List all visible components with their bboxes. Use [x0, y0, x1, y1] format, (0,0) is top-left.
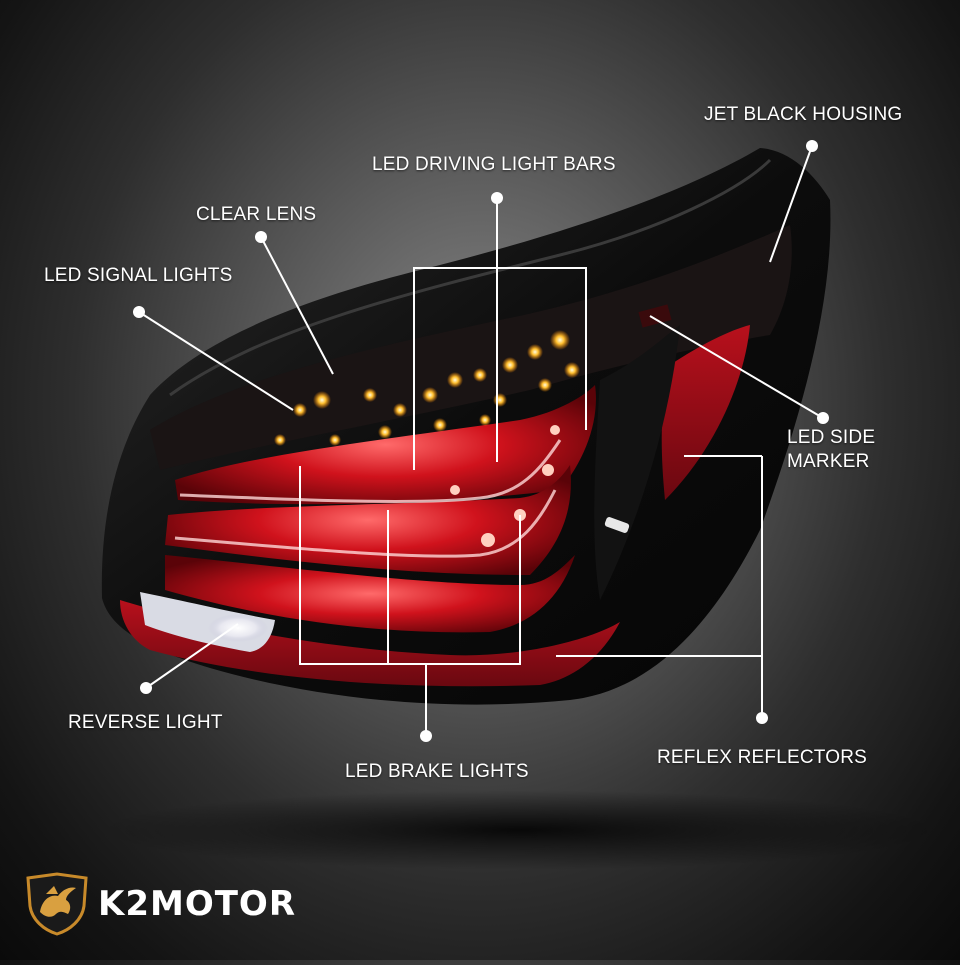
dot-driving	[491, 192, 503, 204]
light-bar-strip-1	[179, 439, 562, 503]
line-reverse	[145, 623, 239, 689]
line-side-marker	[649, 315, 824, 419]
line-driving-bracket	[413, 267, 587, 470]
brand-logo: K2MOTOR	[24, 872, 324, 936]
label-led-signal-lights: LED SIGNAL LIGHTS	[44, 265, 233, 286]
label-reflex-reflectors: REFLEX REFLECTORS	[657, 747, 867, 768]
floor-shadow	[100, 790, 940, 870]
dot-clear-lens	[255, 231, 267, 243]
dot-brake	[420, 730, 432, 742]
label-led-side-marker-line2: MARKER	[787, 451, 870, 472]
label-reverse-light: REVERSE LIGHT	[68, 712, 223, 733]
inner-clip	[604, 517, 630, 533]
label-jet-black-housing: JET BLACK HOUSING	[704, 104, 903, 125]
dot-signal	[133, 306, 145, 318]
light-bar-strip-2	[174, 489, 557, 558]
inner-right-panel	[594, 325, 680, 600]
pegasus-shield-icon	[26, 872, 88, 936]
label-led-driving-light-bars: LED DRIVING LIGHT BARS	[372, 154, 616, 175]
dot-reverse	[140, 682, 152, 694]
red-led-group	[450, 425, 560, 547]
label-led-brake-lights: LED BRAKE LIGHTS	[345, 761, 529, 782]
side-marker-lamp	[638, 304, 672, 328]
callout-lines	[138, 145, 824, 736]
line-brake-bracket	[299, 466, 521, 665]
housing-rim	[169, 158, 772, 397]
line-clear-lens	[260, 236, 334, 375]
callout-dots	[133, 140, 829, 742]
dot-housing	[806, 140, 818, 152]
brand-name: K2MOTOR	[98, 884, 297, 924]
dot-reflex	[756, 712, 768, 724]
line-signal	[138, 311, 294, 411]
red-bar-2	[165, 465, 571, 575]
line-housing	[769, 145, 813, 263]
label-led-side-marker-line1: LED SIDE	[787, 427, 876, 448]
smoked-lens	[150, 225, 792, 470]
label-clear-lens: CLEAR LENS	[196, 204, 317, 225]
dot-side-marker	[817, 412, 829, 424]
side-reflector	[661, 325, 750, 500]
red-bar-3	[165, 555, 575, 633]
red-bar-1	[175, 385, 596, 505]
